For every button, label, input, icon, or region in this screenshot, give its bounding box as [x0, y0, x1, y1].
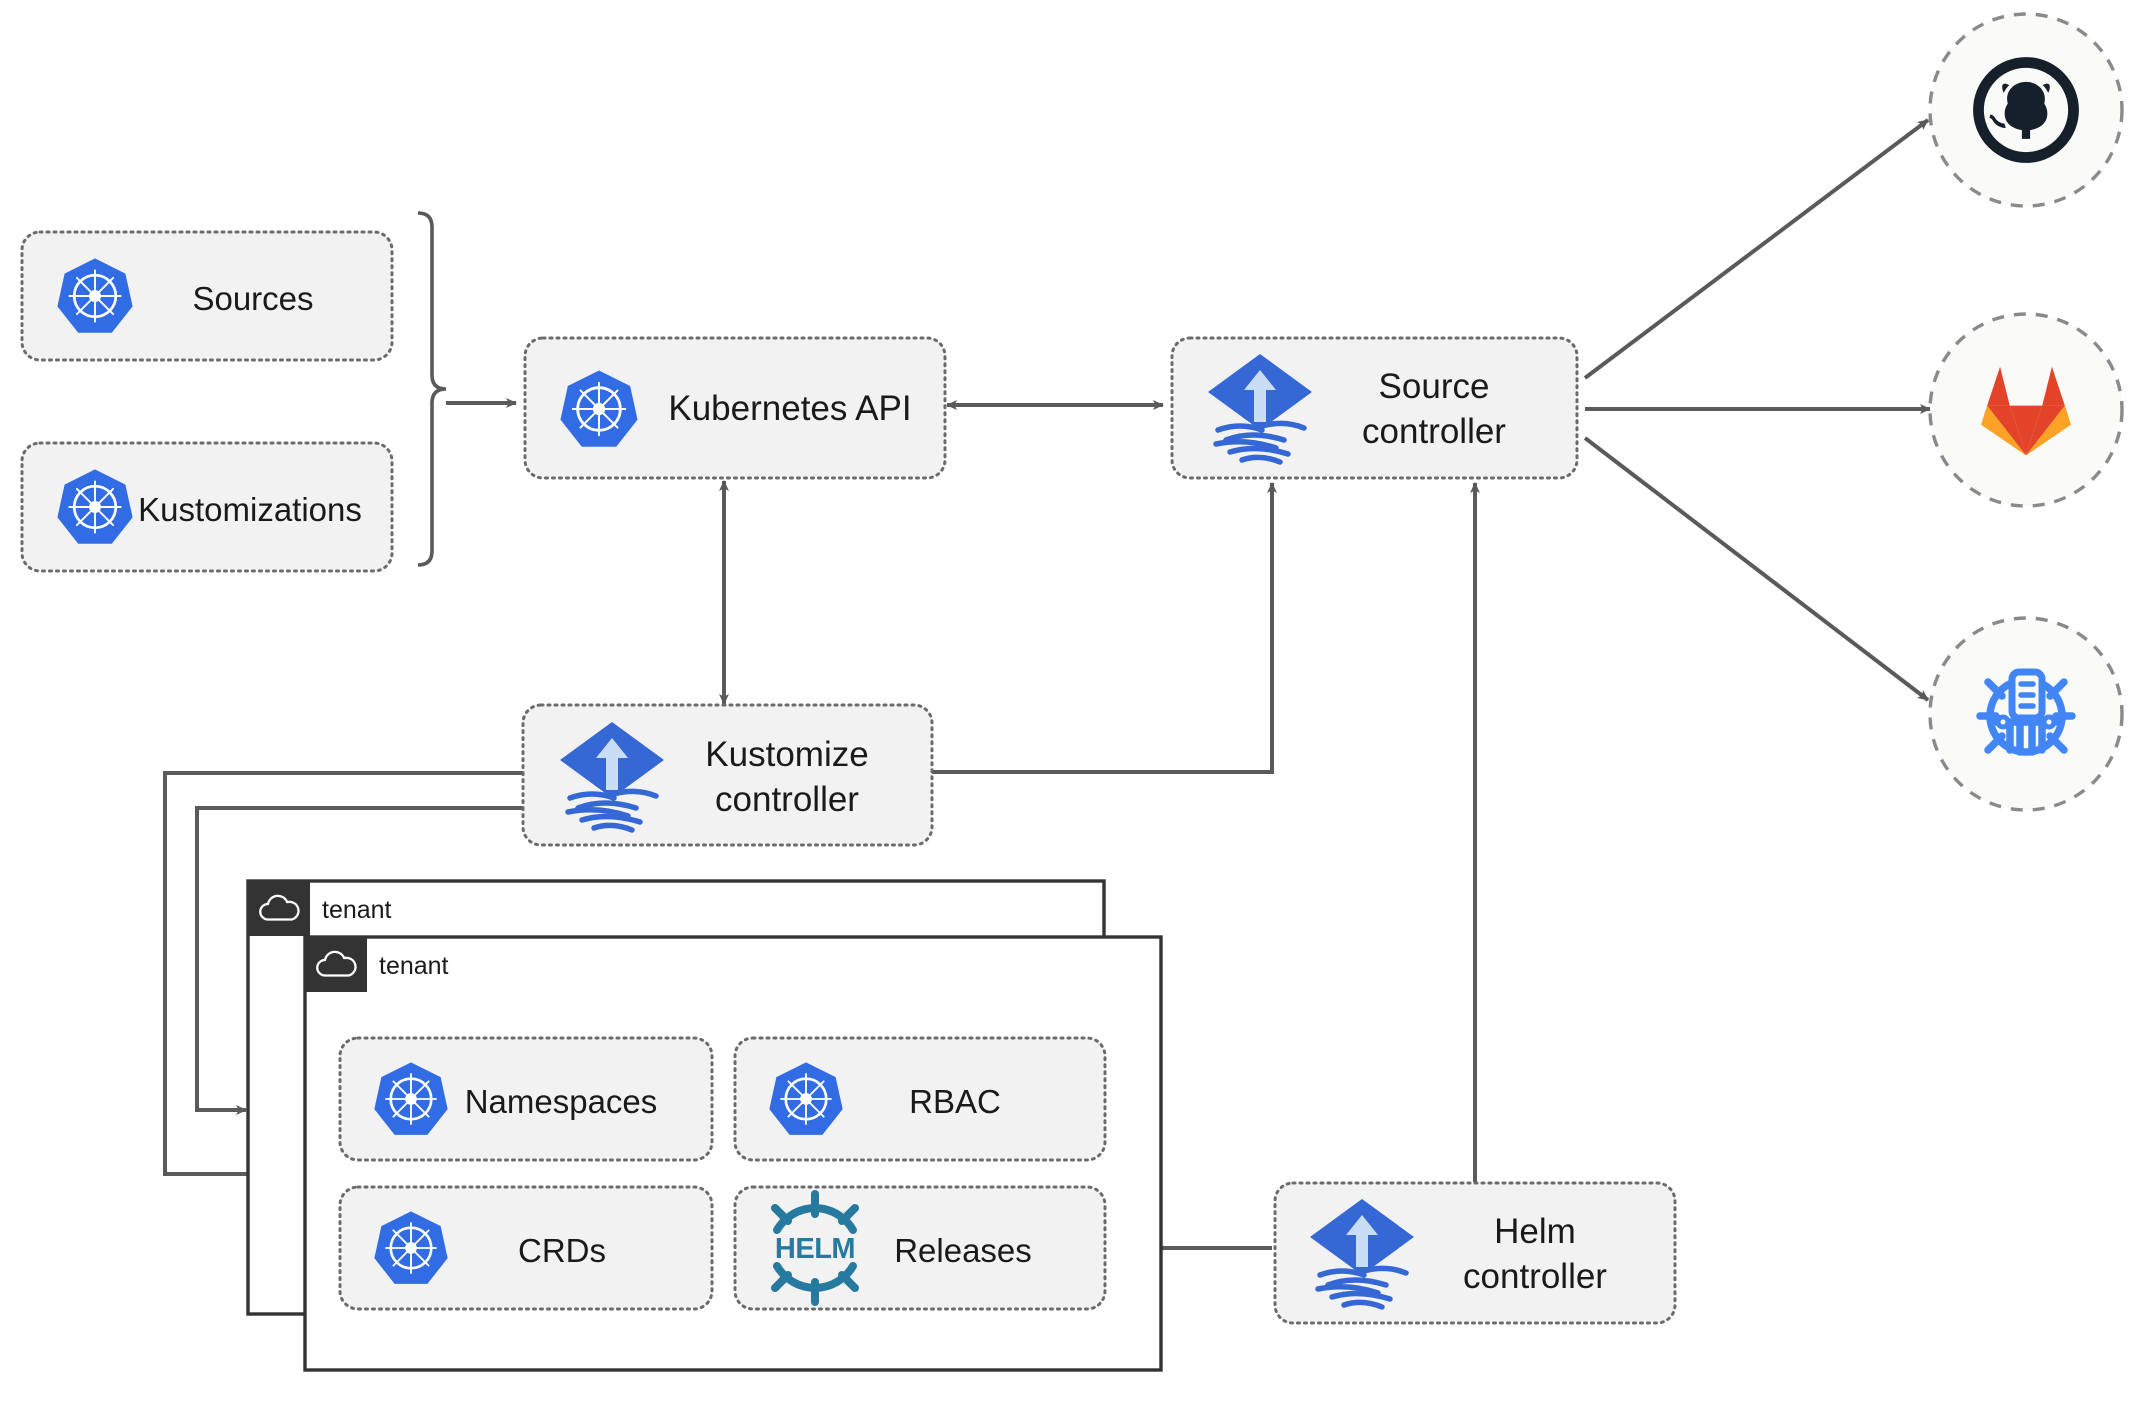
node-rbac-label: RBAC [909, 1083, 1001, 1120]
node-rbac[interactable]: RBAC [733, 1036, 1107, 1162]
resources-brace [417, 211, 447, 567]
provider-bucket[interactable] [1928, 616, 2124, 812]
node-namespaces-label: Namespaces [465, 1083, 658, 1120]
node-kustomize-controller[interactable]: Kustomize controller [521, 703, 934, 847]
node-crds-label: CRDs [518, 1232, 606, 1269]
provider-gitlab[interactable] [1928, 312, 2124, 508]
node-releases-box [733, 1185, 1107, 1311]
node-source-controller-label-2: controller [1362, 412, 1506, 451]
node-source-controller[interactable]: Source controller [1170, 336, 1579, 480]
node-crds-box [338, 1185, 714, 1311]
node-namespaces[interactable]: Namespaces [338, 1036, 714, 1162]
node-kustomizations[interactable]: Kustomizations [20, 441, 394, 573]
node-namespaces-box [338, 1036, 714, 1162]
tenant-back-tab [248, 881, 310, 936]
node-source-controller-label-1: Source [1379, 367, 1490, 406]
node-kubernetes-api[interactable]: Kubernetes API [523, 336, 947, 480]
provider-github[interactable] [1928, 12, 2124, 208]
tenant-front-tab [305, 937, 367, 992]
node-releases[interactable]: Releases [733, 1185, 1107, 1311]
node-releases-label: Releases [894, 1232, 1032, 1269]
edge-kustomize-to-source [932, 482, 1277, 774]
connectors [163, 118, 1931, 1253]
node-rbac-box [733, 1036, 1107, 1162]
node-crds[interactable]: CRDs [338, 1185, 714, 1311]
node-kustomizations-label: Kustomizations [138, 491, 362, 528]
node-kubernetes-api-label: Kubernetes API [668, 389, 911, 428]
tenant-front-label: tenant [379, 952, 449, 980]
edge-kustomize-to-tenant-front [195, 806, 523, 1115]
edge-source-to-github [1583, 118, 1930, 380]
node-sources-label: Sources [192, 280, 313, 317]
edge-source-to-bucket [1583, 436, 1930, 702]
node-sources[interactable]: Sources [20, 230, 394, 362]
node-kustomize-controller-label-1: Kustomize [705, 735, 868, 774]
node-helm-controller-label-2: controller [1463, 1257, 1607, 1296]
node-helm-controller-label-1: Helm [1494, 1212, 1576, 1251]
node-kubernetes-api-box [523, 336, 947, 480]
edge-kustomize-to-tenant-back [163, 771, 523, 1179]
node-helm-controller[interactable]: Helm controller [1273, 1181, 1677, 1325]
node-kustomize-controller-label-2: controller [715, 780, 859, 819]
tenant-back-label: tenant [322, 896, 392, 924]
